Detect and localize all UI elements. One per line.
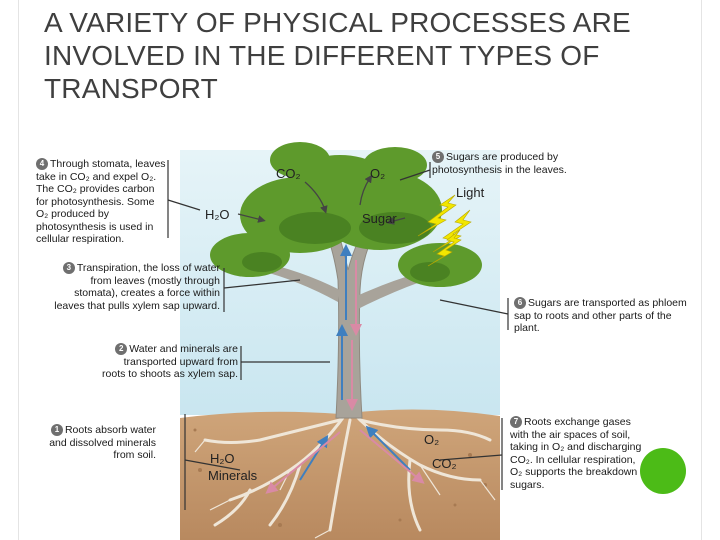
label-h2o-bottom: H₂O <box>210 451 235 466</box>
fine-roots <box>194 439 496 539</box>
phloem-arrows <box>265 260 425 494</box>
step-4-text: Through stomata, leaves take in CO₂ and … <box>36 158 166 245</box>
left-border-line <box>18 0 19 540</box>
tree-trunk <box>317 211 383 419</box>
sugar-arrow <box>386 217 406 225</box>
label-sugar: Sugar <box>362 211 397 226</box>
step-5-badge: 5 <box>432 151 444 163</box>
label-co2-top: CO₂ <box>276 166 301 181</box>
step-7-text: Roots exchange gases with the air spaces… <box>510 416 649 491</box>
right-border-line <box>701 0 702 540</box>
label-o2-bottom: O₂ <box>424 432 440 447</box>
tree-branch-left <box>258 262 340 302</box>
step-6-text: Sugars are transported as phloem sap to … <box>514 297 687 334</box>
tree-foliage-shade <box>242 212 450 282</box>
co2-in-arrow <box>304 181 328 214</box>
step-3-badge: 3 <box>62 262 75 274</box>
step-1-badge: 1 <box>50 424 63 436</box>
step-4-badge: 4 <box>36 158 48 170</box>
o2-out-arrow <box>359 174 373 206</box>
label-h2o-top: H₂O <box>205 207 230 222</box>
label-co2-bottom: CO₂ <box>432 456 457 471</box>
light-lightning <box>417 194 472 267</box>
step-6-badge: 6 <box>514 297 526 309</box>
slide-title: A VARIETY OF PHYSICAL PROCESSES ARE INVO… <box>44 7 631 104</box>
step-7-badge: 7 <box>510 416 522 428</box>
h2o-out-arrow <box>237 213 266 223</box>
step-2-badge: 2 <box>115 343 128 355</box>
label-o2-top: O₂ <box>370 166 386 181</box>
step-1-text: Roots absorb water and dissolved mineral… <box>49 424 156 461</box>
step-2-text: Water and minerals are transported upwar… <box>102 343 238 380</box>
step-5-text: Sugars are produced by photosynthesis in… <box>432 151 567 176</box>
accent-green-circle <box>640 448 686 494</box>
label-minerals: Minerals <box>208 468 258 483</box>
label-light: Light <box>456 185 485 200</box>
leader-lines <box>167 160 509 510</box>
step-3-text: Transpiration, the loss of water from le… <box>54 262 220 312</box>
